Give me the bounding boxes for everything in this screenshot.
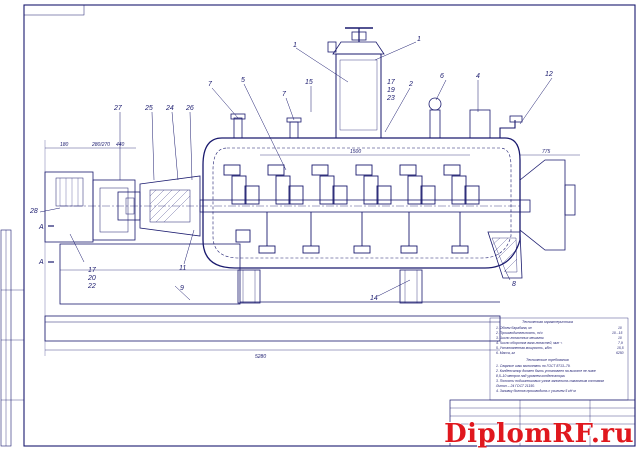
- spec-row: 6. Масса, кг: [496, 351, 515, 355]
- spec-row: 4. Число оборотов вала лопастей, мин⁻¹: [496, 341, 563, 345]
- callout-17b: 17: [88, 267, 97, 274]
- dim-775: 775: [542, 149, 551, 155]
- spec-value: 10: [618, 326, 622, 330]
- callout-26: 26: [185, 105, 194, 112]
- callout-8: 8: [512, 281, 516, 288]
- callout-27: 27: [113, 105, 123, 112]
- title-block: [449, 399, 636, 447]
- valve-fitting-left: [233, 117, 243, 139]
- callout-22: 22: [87, 283, 96, 290]
- callout-19: 19: [387, 87, 395, 94]
- callout-12: 12: [545, 71, 553, 78]
- condenser-dome: [335, 53, 382, 139]
- spec-row: 1. Объем барабана, м³: [496, 326, 533, 330]
- spec-row: 2. Производительность, т/ч: [495, 331, 543, 335]
- sheet-border: [23, 4, 636, 447]
- watermark-logo: DiplomRF.ru: [444, 419, 634, 449]
- dim-280: 280/270: [91, 142, 110, 148]
- callout-2: 2: [408, 81, 413, 88]
- manometer-fitting: [429, 109, 441, 139]
- spec-row: 5. Установленная мощность, кВт: [496, 346, 552, 350]
- callout-7b: 7: [282, 91, 287, 98]
- spec-title: Техническая характеристика: [522, 320, 573, 324]
- req-row: Литол – 24 ГОСТ 21150.: [495, 384, 535, 388]
- callout-20: 20: [87, 275, 96, 282]
- callout-4: 4: [476, 73, 480, 80]
- sight-glass-box: [469, 109, 491, 139]
- req-row: 4. Заливку болтов производить с усилием …: [496, 389, 576, 393]
- req-row: 2. Конденсатор должен быть установлен на…: [495, 369, 596, 373]
- req-row: 8,5–10 метров над уровнем конденсатора.: [496, 374, 566, 378]
- callout-5: 5: [241, 77, 245, 84]
- spec-value: 10...15: [612, 331, 622, 335]
- req-row: 1. Сварные швы выполнять по ГОСТ 8713–79…: [496, 364, 571, 368]
- top-left-stamp: [23, 4, 85, 16]
- callout-6: 6: [440, 73, 444, 80]
- callout-1: 1: [293, 42, 297, 49]
- callout-25: 25: [144, 105, 153, 112]
- foundation-frame: [44, 315, 501, 342]
- spec-value: 7,9: [618, 341, 623, 345]
- spec-value: 15,5: [617, 346, 624, 350]
- callout-9: 9: [180, 285, 184, 292]
- right-end-cone: [519, 159, 566, 251]
- callout-24: 24: [165, 105, 174, 112]
- dryer-drum-body: [202, 137, 521, 269]
- paddle-row: [223, 164, 480, 254]
- spec-value: 10: [618, 336, 622, 340]
- section-mark-a-bottom: A: [38, 259, 44, 266]
- dim-440: 440: [116, 142, 125, 148]
- support-leg-left: [237, 269, 261, 304]
- spec-row: 3. Число лопастных мешалок: [496, 336, 544, 340]
- callout-1b: 1: [417, 36, 421, 43]
- bearing-housing: [117, 191, 141, 221]
- callout-7a: 7: [208, 81, 213, 88]
- gearbox: [92, 179, 136, 241]
- motor-housing: [44, 171, 94, 243]
- dim-180: 180: [60, 142, 69, 148]
- dim-5280: 5280: [255, 354, 266, 360]
- discharge-unit: [487, 231, 523, 279]
- drive-base: [59, 243, 241, 305]
- outlet-pipe-right: [499, 120, 516, 138]
- callout-14: 14: [370, 295, 378, 302]
- support-leg-right: [399, 269, 423, 304]
- callout-17: 17: [387, 79, 396, 86]
- spec-value: 6250: [616, 351, 624, 355]
- callout-15: 15: [305, 79, 313, 86]
- callout-23: 23: [386, 95, 395, 102]
- dim-1500: 1500: [350, 149, 361, 155]
- section-mark-a-top: A: [38, 224, 44, 231]
- callout-28: 28: [29, 208, 38, 215]
- req-row: 3. Полости подшипниковых узлов заполнить…: [496, 379, 605, 383]
- callout-11: 11: [179, 265, 186, 272]
- valve-fitting-mid: [289, 121, 299, 139]
- req-title: Технические требования: [526, 358, 569, 362]
